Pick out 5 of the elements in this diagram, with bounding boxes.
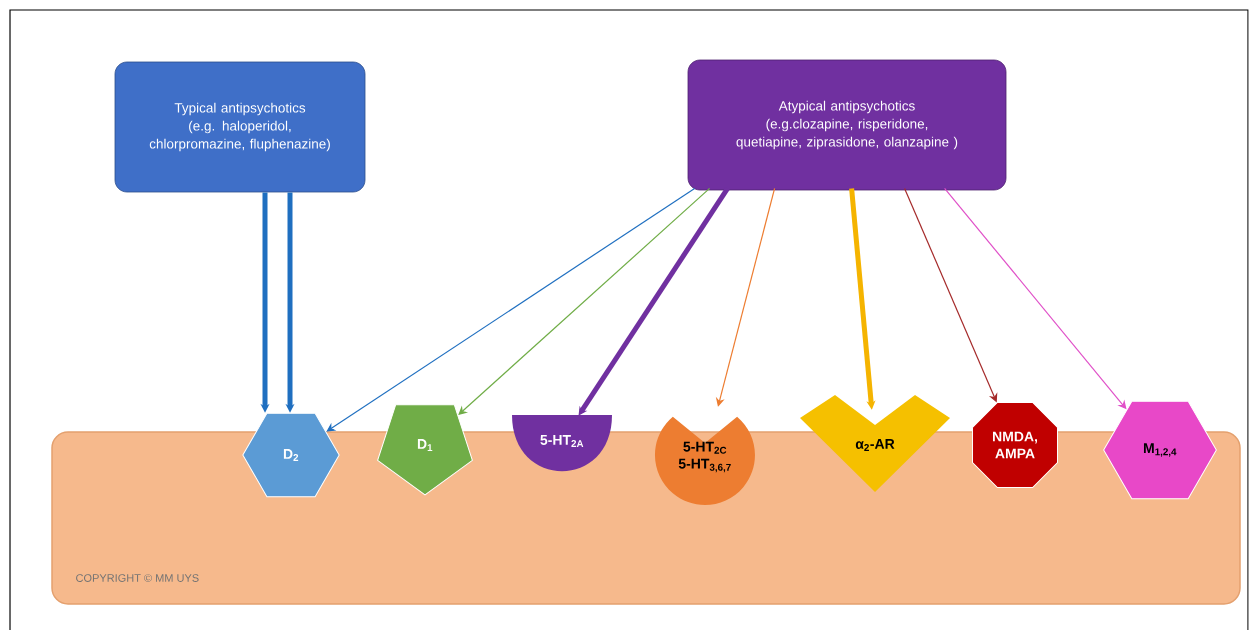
copyright-notice: COPYRIGHT © MM UYS [76, 574, 199, 582]
drug-class-box: Atypical antipsychotics (e.g.clozapine, risperidone, quetiapine, ziprasidone, olanzapine ) [687, 59, 1007, 191]
arrow [578, 187, 730, 416]
arrow [326, 187, 696, 432]
drug-class-box: Typical antipsychotics (e.g. haloperidol, chlorpromazine, fluphenazine) [114, 61, 366, 193]
